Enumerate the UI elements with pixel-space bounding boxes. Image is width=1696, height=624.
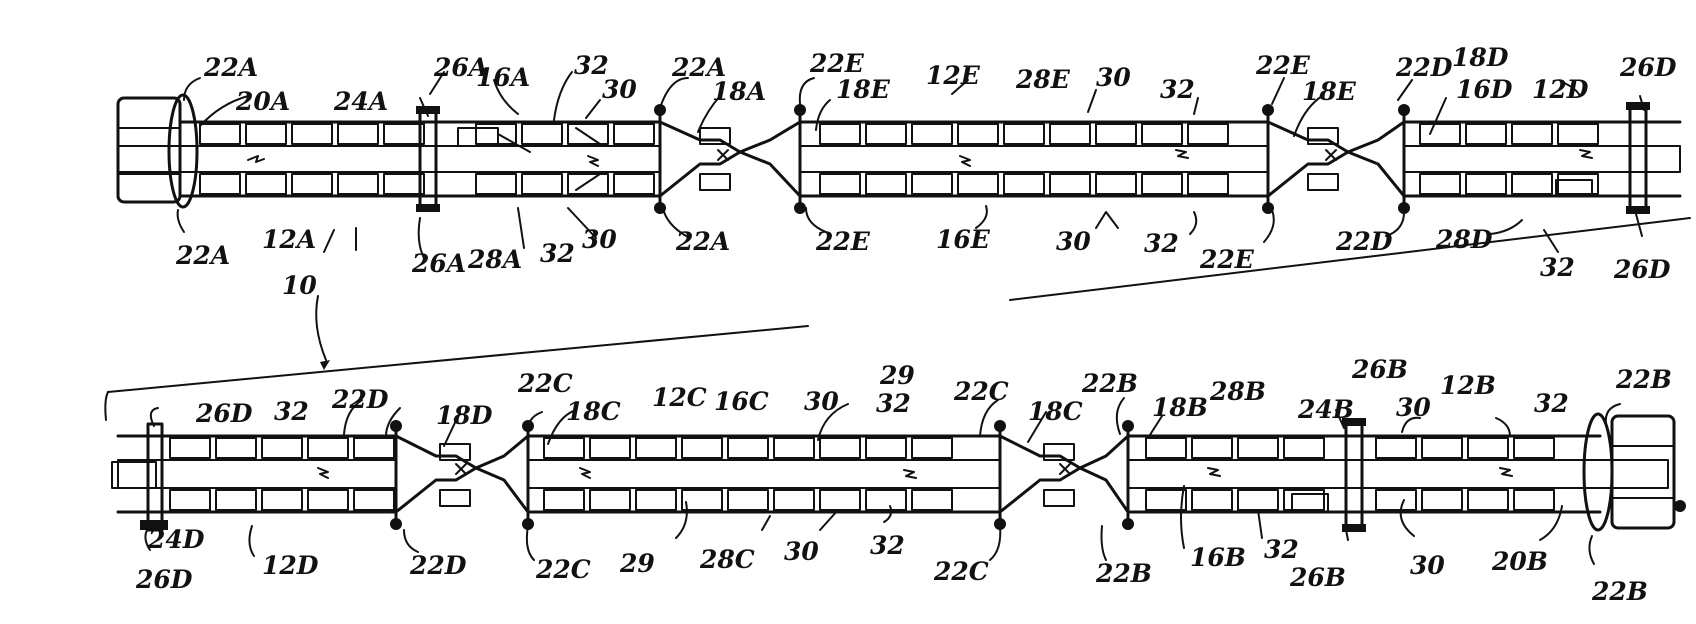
label-29-b: 29 [619,549,655,578]
label-32-h: 32 [1534,389,1569,418]
label-22D-c: 22D [331,385,389,414]
beam-16E [800,146,1268,172]
label-30-e: 30 [804,387,839,416]
blocks-12E [820,124,1228,194]
label-24B: 24B [1297,395,1354,424]
label-18B: 18B [1152,393,1208,422]
label-30-f: 30 [1396,393,1431,422]
label-12A: 12A [262,225,316,254]
label-26B-b: 26B [1289,563,1346,592]
label-28C: 28C [699,545,755,574]
label-22C-b: 22C [953,377,1009,406]
label-12D-b: 12D [262,551,319,580]
label-18C-b: 18C [1028,397,1083,426]
label-30: 30 [602,75,637,104]
label-32-f: 32 [274,397,309,426]
label-28E: 28E [1015,65,1071,94]
right-end-drum [1612,416,1674,528]
label-32-i: 32 [870,531,905,560]
label-20A: 20A [235,87,290,116]
reference-labels-top-below: 22A 12A 10 26A 28A 32 30 22A 22E 16E 30 … [175,225,1671,300]
label-18C: 18C [566,397,621,426]
beam-16D [1404,146,1680,172]
label-12B: 12B [1440,371,1496,400]
label-30-b: 30 [1096,63,1131,92]
label-18E: 18E [836,75,891,104]
lower-train-assembly [112,414,1686,532]
label-26D-c: 26D [195,399,253,428]
label-22E: 22E [809,49,865,78]
label-24D: 24D [147,525,205,554]
label-22E-b: 22E [1255,51,1311,80]
label-24A: 24A [333,87,388,116]
label-16D: 16D [1456,75,1513,104]
label-32-d: 32 [1144,229,1179,258]
label-22B-b: 22B [1615,365,1672,394]
label-22A: 22A [203,53,258,82]
label-22D-b: 22D [1335,227,1393,256]
label-22A-c: 22A [175,241,230,270]
reference-labels-bottom-above: 26D 32 22D 18D 22C 18C 12C 16C 30 29 32 … [195,355,1672,430]
label-22E-d: 22E [1199,245,1255,274]
coupler-18E [740,122,800,196]
label-16E: 16E [936,225,991,254]
label-26D-d: 26D [135,565,193,594]
label-18E-b: 18E [1302,77,1357,106]
label-26B: 26B [1351,355,1408,384]
label-32-e: 32 [1540,253,1575,282]
label-22E-c: 22E [815,227,871,256]
reference-labels-bottom-below: 24D 26D 12D 22D 22C 29 28C 30 32 22C 22B… [135,525,1648,606]
label-32-g: 32 [876,389,911,418]
label-22B-c: 22B [1095,559,1152,588]
label-28B: 28B [1209,377,1266,406]
label-32-b: 32 [1160,75,1195,104]
label-18D: 18D [1452,43,1509,72]
label-22D-d: 22D [409,551,467,580]
label-26A-b: 26A [411,249,466,278]
label-22C-d: 22C [933,557,989,586]
label-12D: 12D [1532,75,1589,104]
left-end-plate-20A [169,95,197,207]
label-30-h: 30 [1410,551,1445,580]
label-28A: 28A [467,245,522,274]
label-22B-d: 22B [1591,577,1648,606]
label-30-g: 30 [784,537,819,566]
beam-16A [118,146,660,172]
label-30-c: 30 [582,225,617,254]
beam-16C [528,460,1000,488]
label-10: 10 [282,271,317,300]
label-16A: 16A [476,63,530,92]
label-29: 29 [879,361,915,390]
label-22C: 22C [517,369,573,398]
label-16B: 16B [1190,543,1246,572]
label-20B: 20B [1491,547,1548,576]
label-28D: 28D [1435,225,1493,254]
label-12C: 12C [652,383,707,412]
label-22A-d: 22A [675,227,730,256]
label-18D-b: 18D [436,401,493,430]
label-26D: 26D [1619,53,1677,82]
label-12E: 12E [926,61,981,90]
label-22C-c: 22C [535,555,591,584]
label-18A: 18A [712,77,766,106]
label-32-c: 32 [540,239,575,268]
label-32-j: 32 [1264,535,1299,564]
arrow-10 [316,296,326,360]
label-22D: 22D [1395,53,1453,82]
label-22B: 22B [1081,369,1138,398]
label-26D-b: 26D [1613,255,1671,284]
label-30-d: 30 [1056,227,1091,256]
label-16C: 16C [714,387,769,416]
